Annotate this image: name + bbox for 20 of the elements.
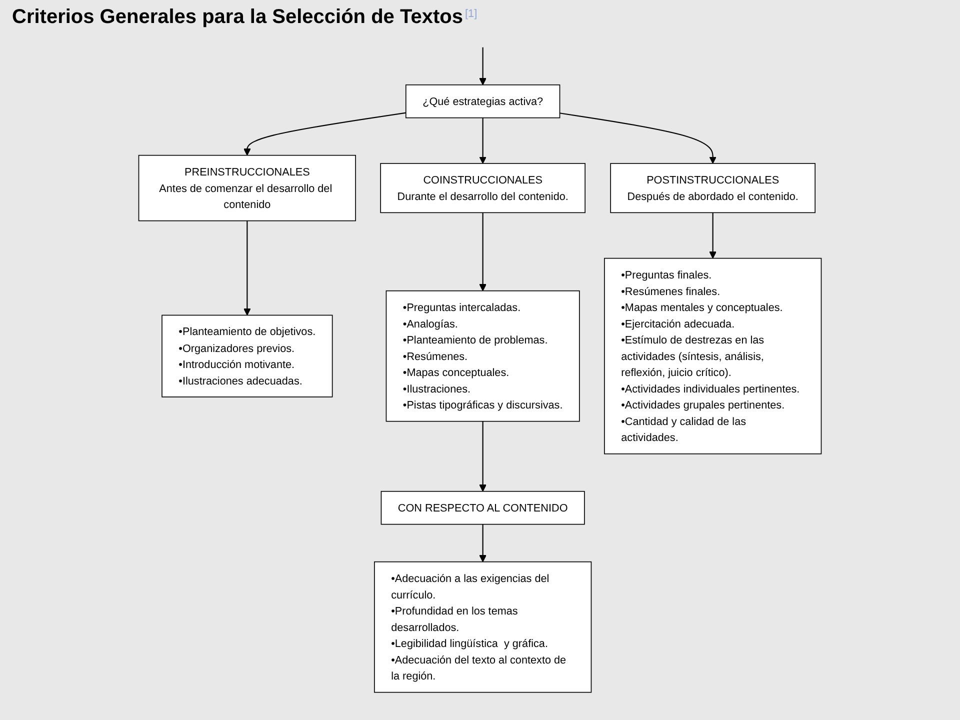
arrow <box>244 112 406 156</box>
diagram-title: Criterios Generales para la Selección de Textos <box>12 6 463 28</box>
node-box: CON RESPECTO AL CONTENIDO <box>380 490 585 525</box>
arrow <box>479 524 486 562</box>
node-box: •Planteamiento de objetivos. •Organizadores previos. •Introducción motivante. •Ilustraciones adecuadas. <box>162 314 333 398</box>
arrow <box>479 212 486 292</box>
node-box: PREINSTRUCCIONALES Antes de comenzar el desarrollo del contenido <box>138 154 356 222</box>
arrow <box>479 118 486 164</box>
arrow <box>479 47 486 86</box>
node-box: •Preguntas intercaladas. •Analogías. •Planteamiento de problemas. •Resúmenes. •Mapas conceptuales. •Ilustraciones. •Pistas tipográficas y discursivas. <box>386 290 580 422</box>
arrow <box>709 212 716 259</box>
node-box: •Preguntas finales. •Resúmenes finales. •Mapas mentales y conceptuales. •Ejercitación adecuada. •Estímulo de destrezas en las actividades (síntesis, análisis, reflexión, juicio crítico). •Actividades individuales pertinentes. •Actividades grupales pertinentes. •Cantidad y calidad de las actividades. <box>604 258 822 454</box>
node-box: COINSTRUCCIONALES Durante el desarrollo del contenido. <box>380 163 586 214</box>
node-box: •Adecuación a las exigencias del currículo. •Profundidad en los temas desarrollados. •Legibilidad lingüística y gráfica. •Adecuación del texto al contexto de la región. <box>374 561 592 693</box>
arrow <box>244 220 251 316</box>
arrow <box>560 112 716 164</box>
arrow <box>479 421 486 492</box>
node-box: POSTINSTRUCCIONALES Después de abordado el contenido. <box>610 163 816 214</box>
node-box: ¿Qué estrategias activa? <box>405 84 560 118</box>
footnote-link: [1] <box>464 8 478 20</box>
